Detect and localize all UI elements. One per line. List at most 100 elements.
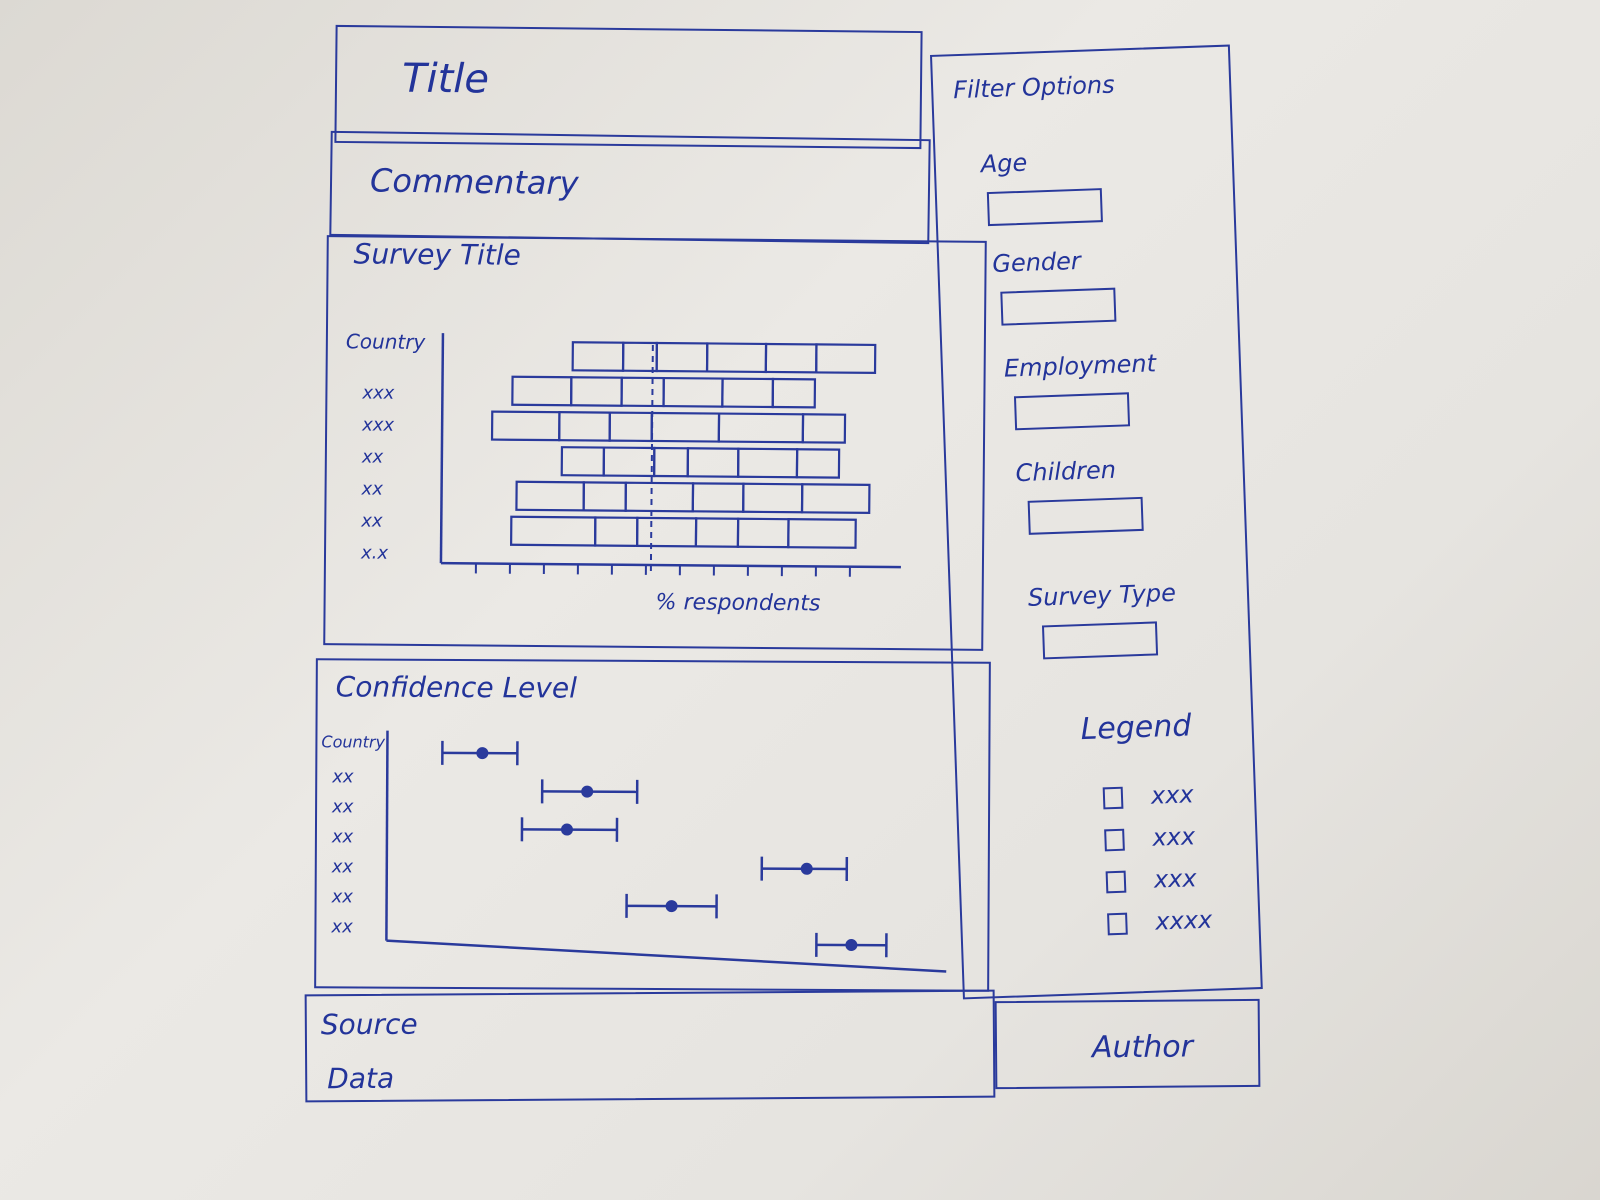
source-label: Source [320, 1007, 418, 1042]
country-label: xxx [362, 414, 395, 436]
legend-item-label: xxx [1153, 864, 1197, 894]
filter-label-employment: Employment [1003, 349, 1157, 383]
bar-segment [736, 517, 790, 549]
survey-stacked-bar-chart [439, 333, 901, 577]
bar-segment [650, 411, 721, 443]
estimate-point [800, 862, 813, 875]
country-label: xx [361, 478, 383, 500]
country-label: xx [361, 446, 384, 468]
filter-title: Filter Options [952, 70, 1116, 105]
country-label: xx [361, 510, 383, 532]
estimate-point [581, 785, 594, 798]
filter-dropdown-employment[interactable] [1013, 392, 1131, 431]
estimate-point [845, 939, 858, 952]
data-label: Data [327, 1061, 395, 1096]
survey-chart-title: Survey Title [353, 237, 521, 272]
bar-segment [721, 377, 775, 409]
bar-segment [624, 481, 695, 513]
bar-segment [593, 516, 639, 547]
bar-segment [635, 516, 698, 548]
bar-segment [560, 446, 606, 477]
filter-label-age: Age [980, 148, 1028, 179]
country-label: x.x [360, 542, 389, 564]
legend-item[interactable]: xxx [1104, 815, 1210, 861]
x-axis [440, 561, 901, 569]
bar-segment [653, 446, 690, 478]
legend-item[interactable]: xxx [1102, 773, 1208, 819]
bar-segment [787, 518, 857, 549]
y-axis [385, 730, 389, 941]
bar-segment [511, 375, 573, 407]
reference-line [649, 344, 654, 573]
bar-segment [800, 483, 871, 514]
bar-segment [558, 411, 611, 442]
bar-segment [736, 447, 799, 479]
legend-checkbox[interactable] [1102, 786, 1124, 810]
country-label: xxx [362, 382, 395, 404]
bar-segment [764, 342, 818, 374]
bar-segment [717, 412, 805, 444]
legend-item-label: xxxx [1154, 905, 1213, 936]
confidence-chart-panel: Confidence Level Country xx xx xx xx xx xx [314, 658, 991, 992]
bar-segment [742, 482, 804, 514]
estimate-point [560, 823, 573, 836]
bar-segment [509, 515, 597, 547]
legend-item[interactable]: xxx [1105, 857, 1211, 903]
filter-dropdown-gender[interactable] [1000, 287, 1117, 326]
bar-segment [571, 341, 625, 372]
bar-segment [662, 376, 724, 408]
bar-segment [608, 411, 653, 443]
filter-label-survey-type: Survey Type [1027, 578, 1177, 612]
legend-checkbox[interactable] [1104, 828, 1125, 852]
filter-label-children: Children [1015, 455, 1117, 488]
bar-segment [795, 448, 841, 479]
legend-checkbox[interactable] [1107, 912, 1128, 936]
bar-segment [582, 481, 627, 512]
bar-segment [655, 341, 709, 373]
bar-segment [801, 413, 847, 444]
bar-segment [620, 376, 665, 408]
country-label: xx [331, 826, 354, 848]
bar-segment [570, 376, 623, 407]
estimate-point [665, 900, 678, 913]
dashboard-title: Title [401, 55, 490, 103]
country-label: xx [331, 916, 353, 938]
bar-segment [515, 480, 585, 512]
confidence-y-label: Country [321, 732, 386, 752]
bar-segment [686, 447, 740, 478]
source-panel: Source Data [304, 989, 996, 1103]
title-panel: Title [334, 24, 923, 150]
estimate-point [476, 747, 489, 760]
bar-segment [694, 517, 740, 548]
legend-checkbox[interactable] [1105, 870, 1127, 894]
country-label: xx [332, 796, 354, 818]
bar-segment [490, 410, 561, 442]
y-axis [439, 333, 445, 564]
country-label: xx [332, 766, 354, 788]
confidence-interval-chart [385, 730, 947, 973]
survey-y-label: Country [345, 329, 426, 354]
legend-title: Legend [1080, 708, 1192, 748]
country-label: xx [331, 886, 353, 908]
filter-label-gender: Gender [991, 246, 1082, 278]
confidence-chart-title: Confidence Level [335, 670, 577, 705]
legend-item[interactable]: xxxx [1107, 899, 1213, 945]
bar-segment [705, 342, 768, 374]
commentary-panel: Commentary [329, 130, 931, 245]
commentary-text: Commentary [369, 161, 579, 203]
legend-item-label: xxx [1151, 822, 1196, 852]
bar-segment [771, 377, 817, 409]
filter-dropdown-children[interactable] [1027, 496, 1144, 535]
filter-dropdown-age[interactable] [986, 188, 1103, 227]
filter-dropdown-survey-type[interactable] [1041, 621, 1159, 660]
legend-item-label: xxx [1150, 780, 1195, 810]
country-label: xx [331, 856, 354, 878]
author-label: Author [1091, 1029, 1194, 1066]
author-panel: Author [994, 998, 1261, 1090]
bar-segment [815, 343, 877, 375]
bar-segment [602, 446, 656, 478]
x-axis [386, 939, 947, 973]
bar-segment [691, 482, 745, 513]
